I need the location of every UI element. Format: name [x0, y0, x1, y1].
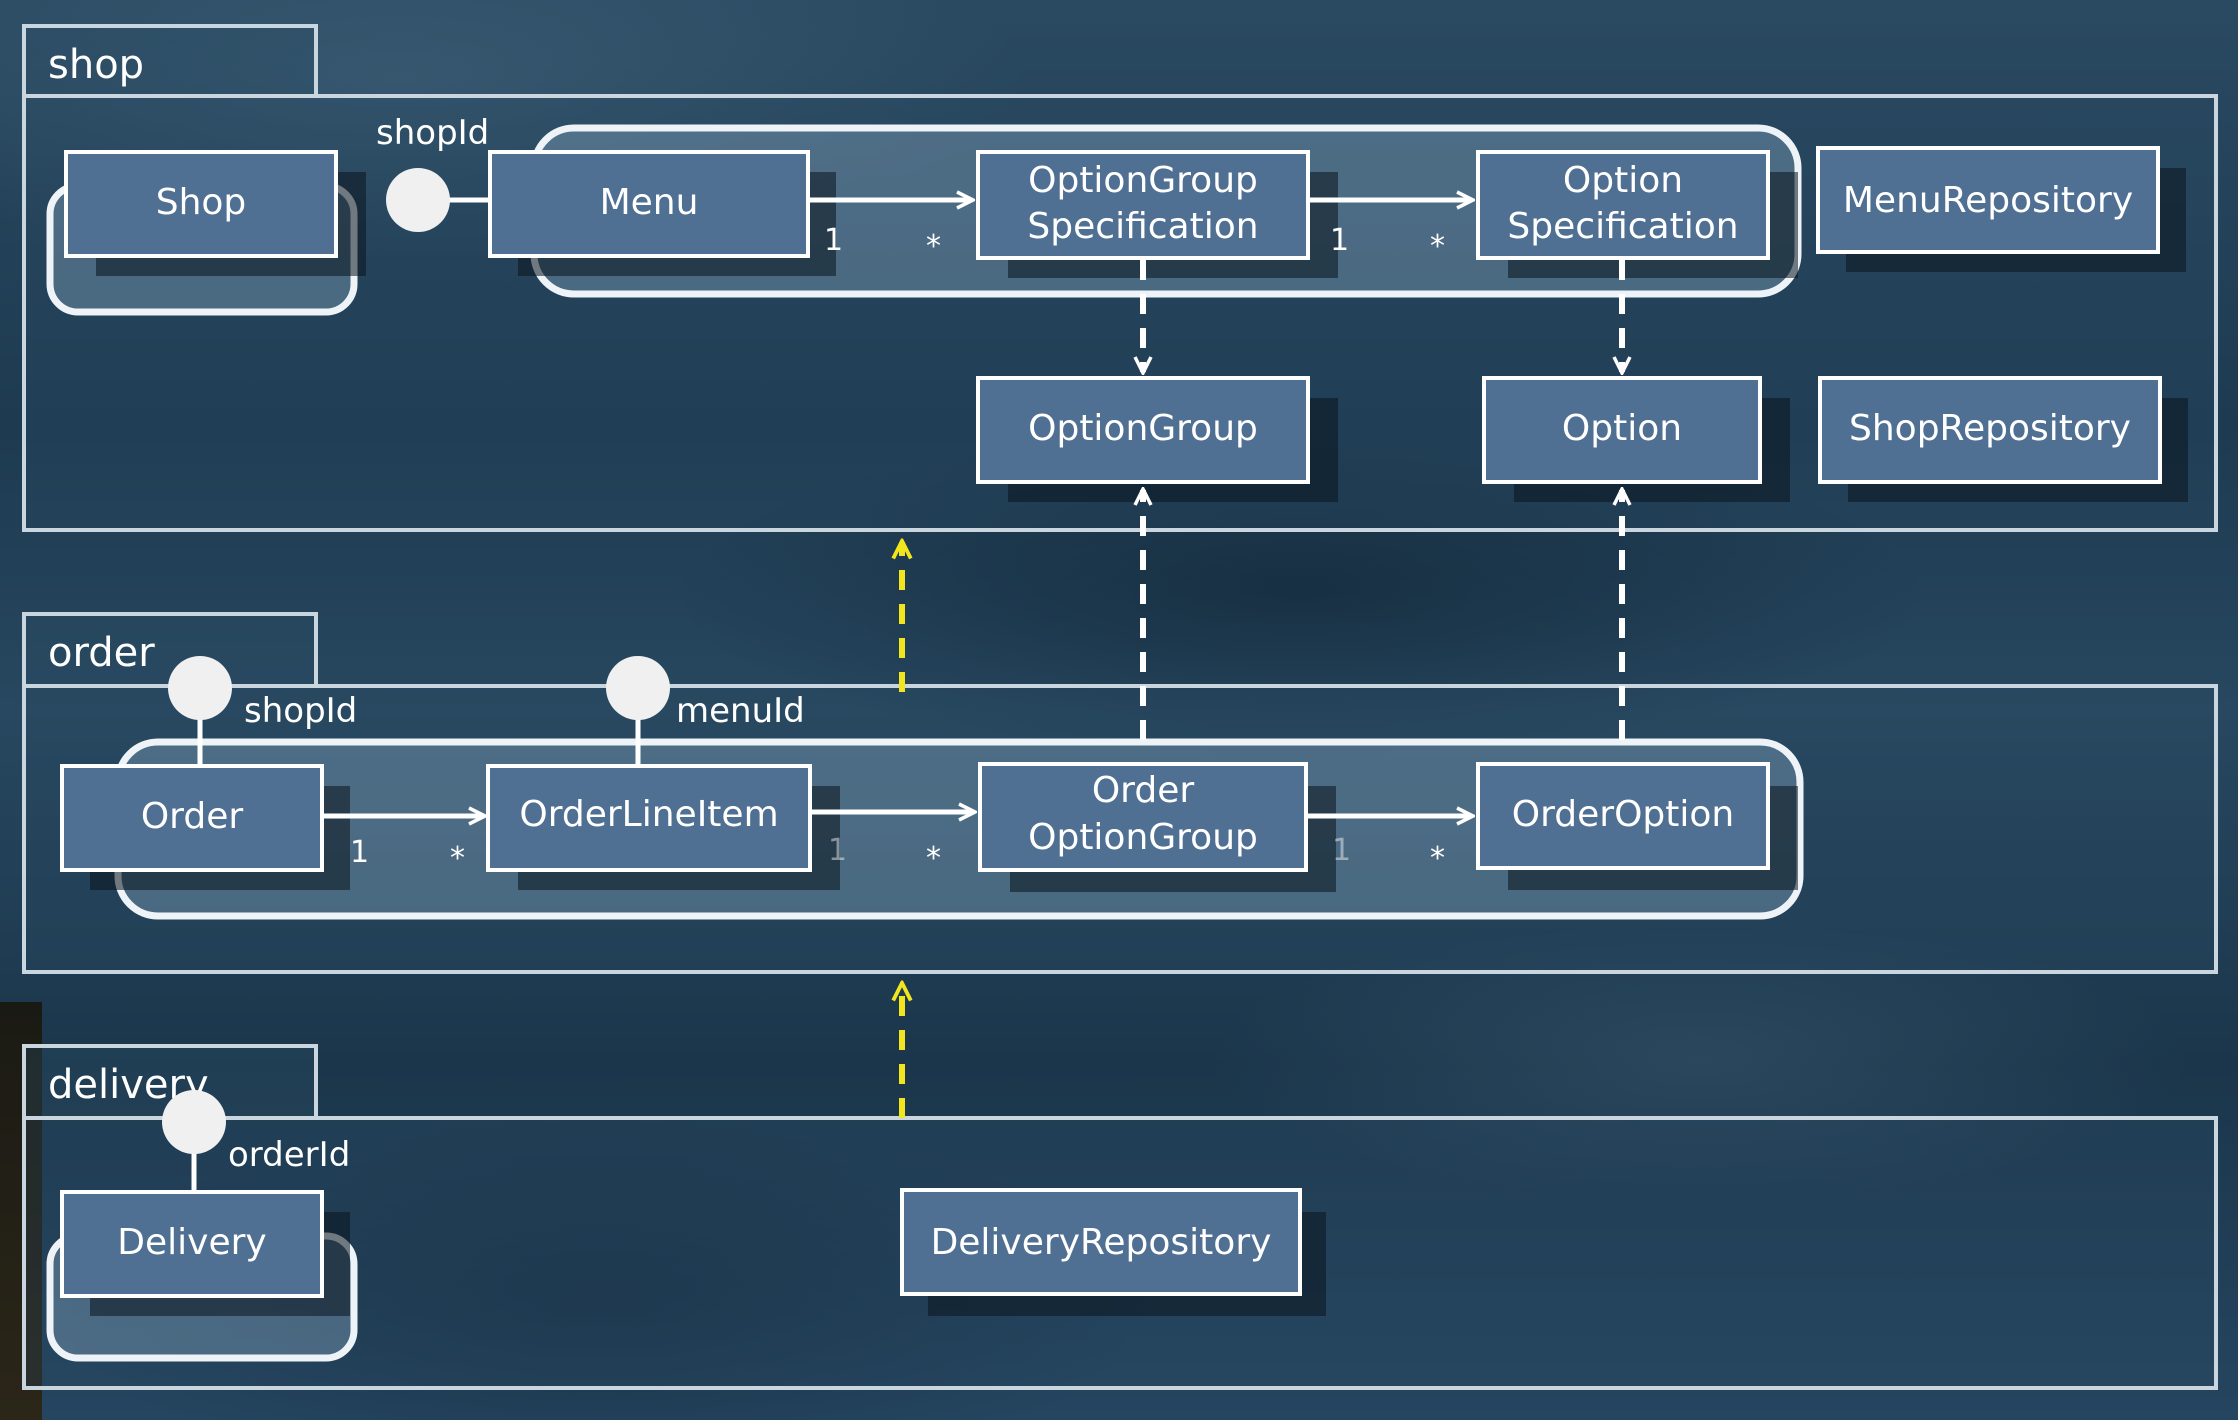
port-order-id-delivery: orderId	[162, 1090, 350, 1192]
class-shop-label: Shop	[156, 182, 247, 223]
class-option-specification[interactable]: Option Specification	[1476, 150, 1798, 278]
class-option[interactable]: Option	[1482, 376, 1790, 502]
class-order-option-label: OrderOption	[1512, 794, 1734, 835]
class-menu-repository-box	[1816, 146, 2160, 254]
mult-orderoptiongroup-one: 1	[1332, 833, 1351, 868]
class-order-line-item-label: OrderLineItem	[519, 794, 778, 835]
mult-orderlineitem-one: 1	[828, 833, 847, 868]
class-option-group-specification[interactable]: OptionGroup Specification	[976, 150, 1338, 278]
class-menu-repository[interactable]: MenuRepository	[1816, 146, 2186, 272]
class-shop-box	[64, 150, 338, 258]
class-order-option-group-box	[978, 762, 1308, 872]
port-menu-id-order-line-item: menuId	[606, 656, 805, 766]
class-order-option-box	[1476, 762, 1770, 870]
association-orderlineitem-orderoptiongroup: 1 *	[810, 812, 974, 876]
port-shop-id-menu-label: shopId	[376, 113, 489, 153]
mult-order-one: 1	[350, 835, 369, 870]
class-option-group-box	[976, 376, 1310, 484]
class-option-specification-box	[1476, 150, 1770, 260]
package-order-tab	[22, 612, 318, 688]
port-order-id-circle	[162, 1090, 226, 1154]
class-option-box	[1482, 376, 1762, 484]
package-shop-label: shop	[48, 42, 144, 88]
class-shop-repository[interactable]: ShopRepository	[1818, 376, 2188, 502]
class-delivery-box	[60, 1190, 324, 1298]
class-order-option-group-line2: OptionGroup	[1028, 817, 1258, 858]
mult-menu-many: *	[926, 229, 941, 264]
class-delivery[interactable]: Delivery	[60, 1190, 350, 1316]
class-delivery-repository[interactable]: DeliveryRepository	[900, 1188, 1326, 1316]
port-shop-id-menu: shopId	[376, 113, 490, 232]
association-ogspec-optionspec: 1 *	[1308, 200, 1472, 264]
class-menu-label: Menu	[600, 182, 699, 223]
class-order-option-group[interactable]: Order OptionGroup	[978, 762, 1336, 892]
class-menu-repository-label: MenuRepository	[1843, 180, 2133, 221]
association-menu-optiongroupspec: 1 *	[808, 200, 972, 264]
class-order-box	[60, 764, 324, 872]
class-menu[interactable]: Menu	[488, 150, 836, 276]
port-shop-id-order-circle	[168, 656, 232, 720]
class-shop-repository-box	[1818, 376, 2162, 484]
mult-orderlineitem-many: *	[926, 841, 941, 876]
port-menu-id-circle	[606, 656, 670, 720]
class-menu-box	[488, 150, 810, 258]
class-option-group-specification-line2: Specification	[1027, 206, 1258, 247]
class-delivery-repository-box	[900, 1188, 1302, 1296]
class-delivery-repository-label: DeliveryRepository	[931, 1222, 1272, 1263]
class-option-group-specification-line1: OptionGroup	[1028, 160, 1258, 201]
class-delivery-label: Delivery	[117, 1222, 266, 1263]
port-shop-id-order-label: shopId	[244, 691, 357, 731]
class-option-group[interactable]: OptionGroup	[976, 376, 1338, 502]
left-edge-strip	[0, 1002, 42, 1420]
class-order-option[interactable]: OrderOption	[1476, 762, 1798, 890]
class-option-specification-line1: Option	[1563, 160, 1683, 201]
class-order-line-item-box	[486, 764, 812, 872]
mult-ogspec-many: *	[1430, 229, 1445, 264]
mult-order-many: *	[450, 841, 465, 876]
mult-ogspec-one: 1	[1330, 223, 1349, 258]
class-order-label: Order	[141, 796, 244, 837]
port-menu-id-label: menuId	[676, 691, 805, 731]
class-option-label: Option	[1562, 408, 1682, 449]
package-order-label: order	[48, 630, 155, 676]
mult-orderoptiongroup-many: *	[1430, 841, 1445, 876]
mult-menu-one: 1	[824, 223, 843, 258]
class-option-group-specification-box	[976, 150, 1310, 260]
class-order[interactable]: Order	[60, 764, 350, 890]
port-order-id-label: orderId	[228, 1135, 350, 1175]
class-order-option-group-line1: Order	[1092, 770, 1195, 811]
class-shop-repository-label: ShopRepository	[1849, 408, 2131, 449]
port-shop-id-order: shopId	[168, 656, 357, 766]
association-orderoptiongroup-orderoption: 1 *	[1306, 816, 1472, 876]
association-order-orderlineitem: 1 *	[322, 816, 484, 876]
class-option-group-label: OptionGroup	[1028, 408, 1258, 449]
class-option-specification-line2: Specification	[1507, 206, 1738, 247]
port-shop-id-menu-circle	[386, 168, 450, 232]
class-shop[interactable]: Shop	[64, 150, 366, 276]
class-order-line-item[interactable]: OrderLineItem	[486, 764, 840, 890]
